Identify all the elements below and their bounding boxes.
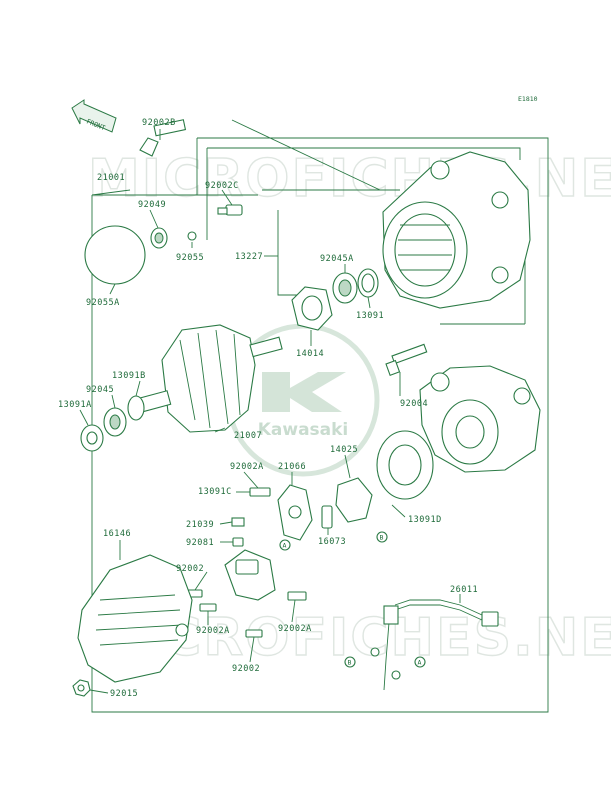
bolt-92002c [217,204,243,216]
label-92055a: 92055A [86,298,120,308]
bearing-plate-14014 [291,286,333,331]
alternator-front-housing [382,151,531,309]
label-92004: 92004 [400,399,428,409]
label-16146: 16146 [103,529,131,539]
label-92045: 92045 [86,385,114,395]
svg-text:B: B [380,534,384,542]
screw-92002-bottom [245,629,263,638]
label-92055: 92055 [176,253,204,263]
label-13091d: 13091D [408,515,442,525]
label-21001: 21001 [97,173,125,183]
label-92002a-3: 92002A [278,624,312,634]
svg-text:B: B [348,659,352,667]
rear-cover-16146 [77,554,193,683]
label-92002-2: 92002 [232,664,260,674]
brush-holder-21066 [277,484,313,541]
label-13091: 13091 [356,311,384,321]
label-13091a: 13091A [58,400,92,410]
logo-text: Kawasaki [258,420,349,440]
washer-13091b [127,395,145,421]
label-92002a-1: 92002A [230,462,264,472]
callout-a-2: A [414,656,426,668]
callout-b-1: B [376,531,388,543]
label-16073: 16073 [318,537,346,547]
o-ring-92055a [84,225,146,285]
watermark-top: MICROFICHES.NET [88,149,611,209]
bearing-92045a [332,272,358,304]
o-ring-92055 [187,231,197,241]
screw-92002a-mid [287,591,307,601]
label-92002c: 92002C [205,181,239,191]
label-92081: 92081 [186,538,214,548]
leader-lines [79,129,461,694]
brush-plate-14025 [335,477,373,523]
spring-92081 [232,537,244,547]
label-92002b: 92002B [142,118,176,128]
label-21066: 21066 [278,462,306,472]
label-21007: 21007 [234,431,262,441]
bearing-92049 [150,227,168,249]
label-92049: 92049 [138,200,166,210]
regulator [224,549,276,601]
bearing-92045 [103,407,127,437]
svg-text:A: A [283,542,287,550]
label-92045a: 92045A [320,254,354,264]
stator [376,430,434,500]
bolt-92002b [139,119,187,157]
front-arrow-icon: FRONT [71,99,117,133]
label-92002-1: 92002 [176,564,204,574]
diagram-code: E1810 [518,95,538,103]
spacer-16073 [321,505,333,529]
label-14014: 14014 [296,349,324,359]
bolt-92002a-top [249,487,271,497]
seal-13091 [357,268,379,298]
label-13091b: 13091B [112,371,146,381]
wire-harness-26011 [370,599,499,691]
label-26011: 26011 [450,585,478,595]
label-92015: 92015 [110,689,138,699]
label-92002a-2: 92002A [196,626,230,636]
svg-text:A: A [418,659,422,667]
part-number-labels: 92002B 21001 92049 92002C 92055 13227 92… [58,118,478,699]
stud-92004 [385,343,428,376]
nut-92015 [72,679,91,697]
callout-a-1: A [279,539,291,551]
label-21039: 21039 [186,520,214,530]
label-13091c: 13091C [198,487,232,497]
callout-b-2: B [344,656,356,668]
label-13227: 13227 [235,252,263,262]
screw-92002a-left [199,603,217,612]
brush-21039 [231,517,245,527]
collar-13091a [80,424,104,452]
label-14025: 14025 [330,445,358,455]
alternator-rear-housing [419,365,541,473]
rotor-21007 [139,324,283,433]
